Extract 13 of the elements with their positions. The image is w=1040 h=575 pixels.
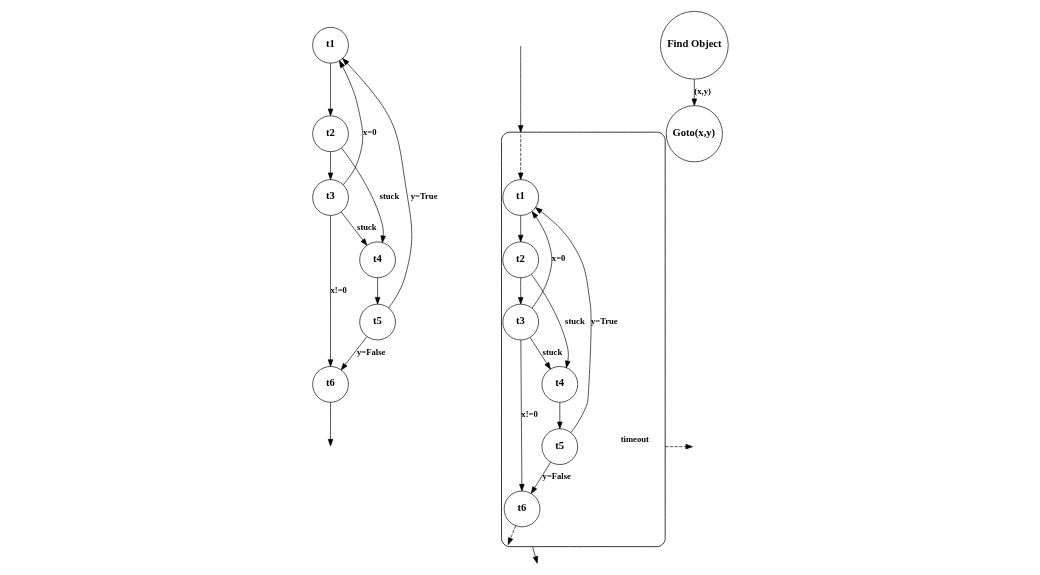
edge-label: y=True	[410, 191, 437, 202]
edge-label: y=True	[590, 315, 618, 326]
edge-label: timeout	[620, 433, 649, 444]
edge-label: stuck	[564, 315, 585, 326]
edge-label: y=False	[356, 346, 385, 357]
edge-label: x=0	[551, 253, 565, 264]
edge-label: stuck	[356, 222, 377, 233]
edge-label: y=False	[542, 471, 571, 482]
edge-label: x!=0	[330, 284, 347, 295]
edge-label: x=0	[362, 127, 377, 138]
edge-label: stuck	[379, 191, 399, 202]
edge-label: (x,y)	[693, 86, 711, 97]
edge-label: stuck	[542, 346, 562, 357]
